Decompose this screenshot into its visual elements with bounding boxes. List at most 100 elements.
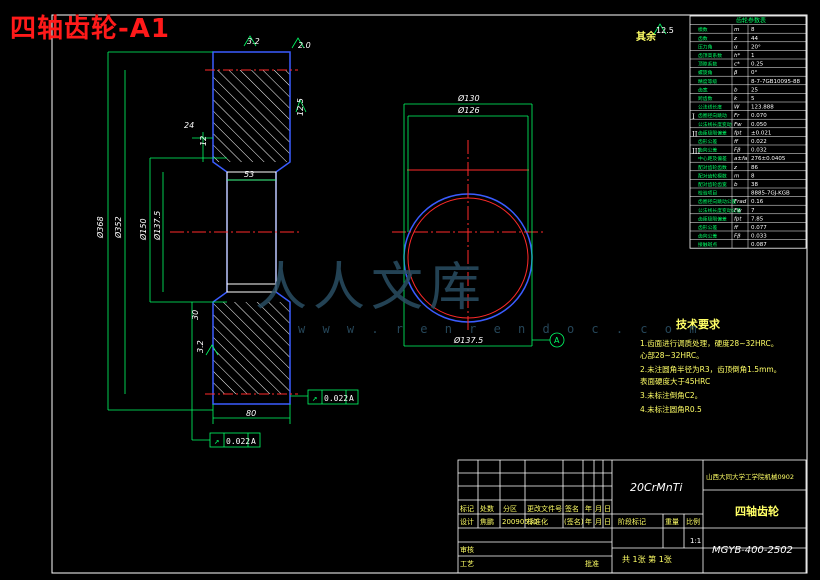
tb-header-0: 标记	[460, 504, 474, 513]
tb-school: 山西大同大学工学院机械0902	[706, 472, 794, 481]
tol-bottom-datum: A	[251, 437, 256, 446]
param-name: 公法线长度变动公差	[698, 207, 741, 214]
param-name: 齿距极限偏差	[698, 129, 727, 136]
param-name: 公法线长度	[698, 104, 722, 111]
param-symbol: m	[734, 27, 739, 33]
param-group-III: III	[692, 148, 701, 156]
param-group-I: I	[692, 113, 695, 121]
tb-header-5: 年	[585, 504, 592, 513]
param-symbol: Fw	[734, 208, 742, 214]
param-name: 齿数	[698, 35, 708, 42]
tb-header-2: 分区	[503, 504, 517, 513]
tb-design-7: 日	[604, 518, 611, 526]
param-name: 配对齿轮齿宽	[698, 181, 727, 188]
roughness-top-left: 3.2	[247, 37, 260, 46]
tb-stage: 阶段标记	[618, 517, 646, 526]
param-value: 7.85	[751, 216, 764, 222]
tb-process: 工艺	[460, 560, 474, 568]
param-value: 123.888	[751, 105, 774, 111]
roughness-rest-label: 其余	[636, 30, 657, 43]
dim-d368: Ø368	[95, 216, 105, 239]
dim-h30: 30	[191, 310, 200, 320]
tb-design-4: (签名)	[564, 517, 584, 526]
tb-scale: 1:1	[690, 537, 701, 545]
section-view: ↗ ↗	[107, 35, 359, 448]
param-value: 8885-7GJ-KGB	[751, 191, 790, 197]
param-symbol: fpt	[734, 216, 742, 222]
param-value: 8	[751, 173, 755, 179]
param-name: 齿形公差	[698, 138, 717, 145]
param-value: 0.070	[751, 113, 767, 119]
tb-material: 20CrMnTi	[630, 481, 682, 494]
param-symbol: z	[733, 165, 737, 171]
tech-req-title: 技术要求	[676, 317, 721, 331]
param-name: 齿形公差	[698, 224, 717, 231]
roughness-top-right: 2.0	[298, 41, 311, 50]
dim-c130: Ø130	[457, 93, 480, 103]
tb-sheets: 共 1张 第 1张	[622, 554, 672, 564]
roughness-rest-value: 12.5	[656, 26, 674, 35]
param-symbol: b	[734, 87, 738, 93]
param-value: 0.022	[751, 139, 767, 145]
param-symbol: α	[734, 44, 738, 50]
roughness-side-right: 12.5	[296, 98, 305, 116]
param-name: 齿宽	[698, 86, 708, 93]
param-group-II: II	[692, 130, 698, 138]
param-name: 螺旋角	[698, 69, 713, 76]
param-name: 齿距极限偏差	[698, 215, 727, 222]
tech-req-line-1: 1.齿面进行调质处理，硬度28~32HRC。	[640, 338, 778, 348]
param-symbol: Fβ	[734, 234, 741, 240]
param-name: 配对齿轮齿数	[698, 164, 727, 171]
param-name: 齿圈径向跳动公差	[698, 198, 737, 205]
param-name: 齿圈径向跳动	[698, 112, 727, 119]
tb-design-1: 焦鹏	[480, 517, 494, 526]
svg-text:↗: ↗	[312, 394, 317, 404]
roughness-bottom-left: 3.2	[196, 340, 205, 353]
page-title: 四轴齿轮-A1	[10, 14, 171, 44]
tb-header-4: 签名	[565, 504, 579, 513]
param-name: 模数	[698, 26, 708, 33]
tb-header-3: 更改文件号	[527, 504, 562, 513]
tol-bottom-value: 0.022	[226, 437, 250, 446]
dim-c126: Ø126	[457, 105, 480, 115]
param-value: 0.087	[751, 242, 767, 248]
param-name: 压力角	[698, 43, 713, 50]
param-symbol: c*	[734, 62, 740, 68]
tb-header-6: 月	[595, 505, 602, 513]
param-value: 20°	[751, 44, 761, 50]
param-symbol: Frad	[734, 199, 747, 205]
tech-req-line-4: 表面硬度大于45HRC	[640, 376, 710, 386]
tb-drawing-no: MGYB-400-2502	[712, 545, 793, 556]
param-symbol: Fr	[734, 113, 740, 119]
param-value: 0.25	[751, 62, 764, 68]
param-symbol: a±fa	[734, 156, 748, 162]
param-value: 0.16	[751, 199, 764, 205]
dim-w53: 53	[244, 170, 254, 179]
param-symbol: ff	[734, 139, 739, 145]
param-value: 0.077	[751, 225, 767, 231]
param-value: 8	[751, 27, 755, 33]
watermark-url: w w w . r e n r e n d o c . c o m	[298, 322, 702, 336]
param-name: 齿顶高系数	[698, 52, 722, 59]
svg-text:↗: ↗	[214, 437, 219, 447]
tech-req-line-2: 心部28~32HRC。	[640, 350, 704, 360]
tb-design-0: 设计	[460, 517, 474, 526]
tb-approve: 批准	[585, 559, 599, 568]
rim-upper-hatch	[213, 70, 290, 162]
tb-design-5: 年	[585, 517, 592, 526]
param-name: 配对齿轮模数	[698, 172, 727, 179]
param-value: 0.032	[751, 148, 767, 154]
param-value: 8-7-7GB10095-88	[751, 79, 800, 85]
param-symbol: ff	[734, 225, 739, 231]
param-value: 38	[751, 182, 758, 188]
tech-requirements: 技术要求 1.齿面进行调质处理，硬度28~32HRC。 心部28~32HRC。 …	[640, 317, 781, 414]
dim-d352: Ø352	[113, 216, 123, 239]
param-value: 44	[751, 36, 758, 42]
datum-a-label: A	[554, 336, 560, 345]
dim-d150: Ø150	[138, 218, 148, 241]
tb-part-name: 四轴齿轮	[735, 504, 779, 518]
tb-weight: 重量	[665, 518, 679, 526]
param-value: 7	[751, 208, 755, 214]
